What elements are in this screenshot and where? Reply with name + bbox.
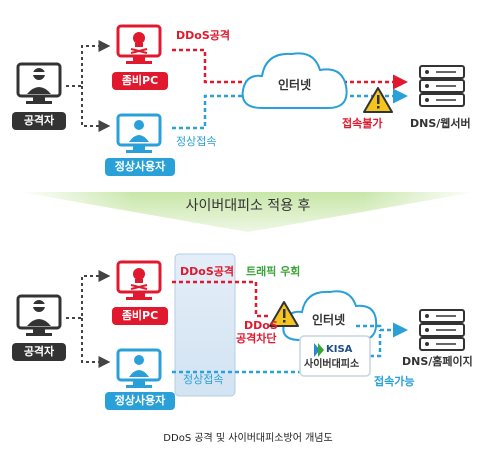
banner-text: 사이버대피소 적용 후: [185, 198, 311, 214]
bottom-zombie-pc-label: 좀비PC: [112, 307, 168, 325]
banner: [20, 192, 476, 232]
bottom-server-icon: [419, 309, 465, 351]
server-icon: [419, 65, 465, 107]
access-ok-label: 접속가능: [374, 375, 415, 388]
ddos-attack-label: DDoS공격: [176, 29, 230, 42]
blocked-label: 접속불가: [342, 117, 383, 130]
bottom-normal-access-label: 정상접속: [183, 373, 224, 386]
attacker-to-user-arrow: [81, 86, 111, 132]
bottom-server-label: DNS/홈페이지: [402, 355, 473, 368]
bottom-normal-user-icon: [116, 348, 162, 388]
attacker-label: 공격자: [12, 112, 66, 130]
bottom-ddos-line: [172, 280, 268, 318]
bottom-warning-icon: [269, 301, 299, 327]
kisa-logo-icon: [314, 343, 324, 357]
bottom-normal-user-label: 정상사용자: [105, 392, 175, 410]
bottom-internet-label: 인터넷: [312, 313, 346, 327]
shelter-label: 사이버대피소: [304, 359, 360, 370]
ddos-block-line1: DDoS: [244, 319, 278, 332]
attacker-to-zombie-arrow: [66, 40, 111, 87]
normal-user-label: 정상사용자: [105, 158, 175, 176]
ddos-block-line2: 공격차단: [236, 332, 277, 345]
server-label: DNS/웹서버: [410, 117, 471, 130]
bottom-zombie-pc-icon: [116, 260, 162, 300]
normal-access-label: 정상접속: [176, 135, 217, 148]
internet-label: 인터넷: [278, 78, 312, 92]
bottom-attacker-to-user-arrow: [81, 318, 111, 368]
kisa-logo-text: KISA: [326, 344, 353, 355]
zombie-pc-icon: [116, 24, 162, 64]
zombie-pc-label: 좀비PC: [112, 72, 168, 90]
bottom-ddos-label: DDoS공격: [180, 265, 234, 278]
bottom-attacker-monitor-icon: [16, 294, 62, 336]
cyber-shelter-box: [299, 335, 371, 377]
normal-user-icon: [116, 113, 162, 153]
warning-icon: [363, 87, 393, 113]
bottom-shelter-to-server-line: [370, 330, 382, 358]
caption: DDoS 공격 및 사이버대피소방어 개념도: [163, 433, 333, 444]
bottom-attacker-to-zombie-arrow: [66, 270, 111, 319]
bottom-attacker-label: 공격자: [12, 343, 66, 361]
traffic-bypass-label: 트래픽 우회: [246, 265, 301, 278]
internet-cloud-icon: [241, 52, 348, 109]
shelter-zone: [174, 253, 236, 397]
attacker-monitor-icon: [16, 62, 62, 104]
